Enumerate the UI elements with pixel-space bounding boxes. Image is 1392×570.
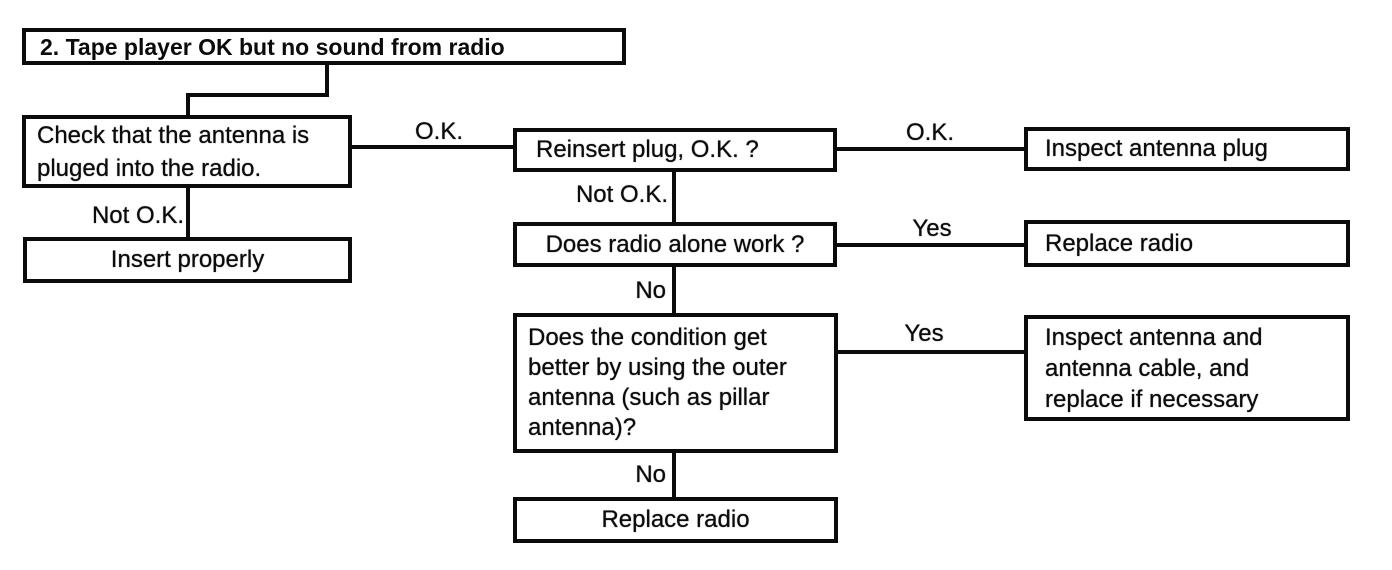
node-condition-better: Does the condition get better by using t… xyxy=(513,313,838,453)
edge-label-yes-condition: Yes xyxy=(904,320,944,347)
connector-radio-to-replace xyxy=(837,243,1024,247)
node-check-antenna-text: Check that the antenna is pluged into th… xyxy=(37,121,310,182)
connector-check-to-reinsert xyxy=(352,145,513,149)
connector-condition-to-replace-bottom xyxy=(672,453,676,497)
node-inspect-antenna-cable-text: Inspect antenna and antenna cable, and r… xyxy=(1045,323,1263,413)
edge-label-ok-reinsert: O.K. xyxy=(905,119,954,146)
title-text: 2. Tape player OK but no sound from radi… xyxy=(40,33,505,60)
connector-reinsert-to-radio xyxy=(672,172,676,222)
edge-label-yes-radio: Yes xyxy=(912,215,952,242)
edge-label-not-ok-check: Not O.K. xyxy=(91,202,184,229)
node-inspect-antenna-plug: Inspect antenna plug xyxy=(1024,127,1350,171)
node-inspect-antenna-plug-text: Inspect antenna plug xyxy=(1045,135,1268,162)
connector-condition-to-inspect-cable xyxy=(838,350,1024,354)
node-does-radio-work: Does radio alone work ? xyxy=(513,222,837,267)
connector-reinsert-to-inspect-plug xyxy=(837,147,1024,151)
node-title: 2. Tape player OK but no sound from radi… xyxy=(22,28,626,65)
node-reinsert-plug: Reinsert plug, O.K. ? xyxy=(513,128,837,172)
node-reinsert-plug-text: Reinsert plug, O.K. ? xyxy=(536,136,759,163)
node-does-radio-work-text: Does radio alone work ? xyxy=(545,230,805,258)
edge-label-ok-check: O.K. xyxy=(414,118,463,145)
connector-title-across xyxy=(186,93,329,97)
node-replace-radio-bottom: Replace radio xyxy=(513,497,838,543)
connector-title-to-check xyxy=(186,93,190,117)
connector-title-drop xyxy=(325,65,329,95)
node-condition-better-text: Does the condition get better by using t… xyxy=(528,324,787,441)
node-insert-properly-text: Insert properly xyxy=(110,246,265,273)
connector-check-to-insert xyxy=(186,188,190,237)
node-replace-radio-top-text: Replace radio xyxy=(1045,229,1194,257)
node-replace-radio-bottom-text: Replace radio xyxy=(601,506,750,533)
node-insert-properly: Insert properly xyxy=(23,237,352,283)
node-inspect-antenna-cable: Inspect antenna and antenna cable, and r… xyxy=(1024,315,1350,421)
edge-label-no-radio: No xyxy=(635,277,666,304)
connector-radio-to-condition xyxy=(672,267,676,313)
edge-label-no-condition: No xyxy=(635,461,666,488)
edge-label-not-ok-reinsert: Not O.K. xyxy=(575,181,668,208)
node-check-antenna: Check that the antenna is pluged into th… xyxy=(22,115,352,188)
node-replace-radio-top: Replace radio xyxy=(1024,220,1350,267)
